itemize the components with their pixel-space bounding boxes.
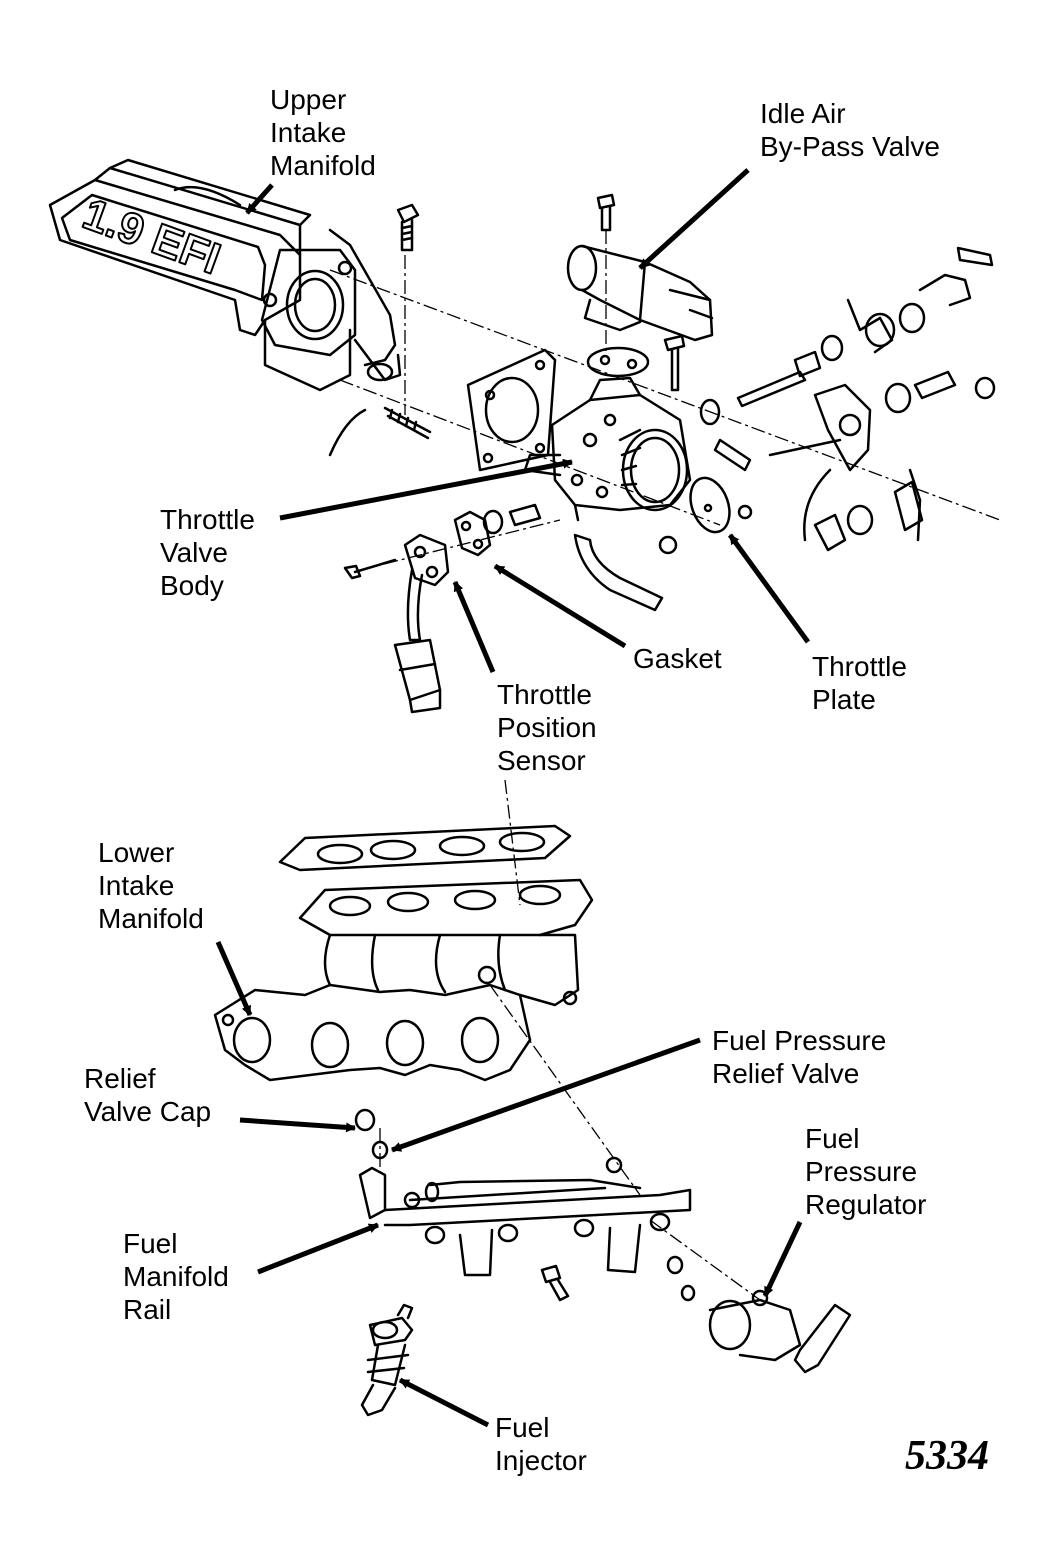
label-idle-air-bypass-valve: Idle Air By-Pass Valve [760,97,940,163]
label-fuel-pressure-relief-valve: Fuel Pressure Relief Valve [712,1024,886,1090]
label-fuel-manifold-rail: Fuel Manifold Rail [123,1227,229,1326]
label-line: Upper [270,84,347,115]
label-line: Gasket [633,643,722,674]
throttle-position-sensor-drawing [393,533,450,714]
label-line: Intake [270,117,347,148]
label-line: Injector [495,1445,587,1476]
label-line: Rail [123,1294,172,1325]
label-line: Relief Valve [712,1058,860,1089]
label-line: Plate [812,684,876,715]
fuel-injector-drawing [360,1303,414,1417]
label-line: Lower [98,837,175,868]
label-line: Manifold [123,1261,229,1292]
fuel-pressure-regulator-drawing [666,1255,852,1374]
label-line: Idle Air [760,98,846,129]
label-line: Position [497,712,597,743]
svg-text:1.9 EFI: 1.9 EFI [77,189,227,284]
upper-gasket-drawing [466,348,557,472]
lower-gasket-drawing [278,824,572,872]
label-line: Pressure [805,1156,918,1187]
throttle-plate-drawing [689,476,731,534]
label-gasket: Gasket [633,642,722,675]
label-line: Valve [160,537,228,568]
label-line: Sensor [497,745,586,776]
label-line: Manifold [98,903,204,934]
label-line: By-Pass Valve [760,131,940,162]
label-line: Throttle [812,651,907,682]
label-throttle-valve-body: Throttle Valve Body [160,503,255,602]
label-fuel-injector: Fuel Injector [495,1411,587,1477]
leader-arrows [215,168,811,1428]
label-line: Manifold [270,150,376,181]
label-line: Valve Cap [84,1096,212,1127]
label-lower-intake-manifold: Lower Intake Manifold [98,836,204,935]
label-line: Fuel [495,1412,550,1443]
label-fuel-pressure-regulator: Fuel Pressure Regulator [805,1122,926,1221]
label-throttle-plate: Throttle Plate [812,650,907,716]
label-line: Relief [84,1063,156,1094]
fuel-manifold-rail-drawing [358,1156,692,1277]
label-line: Fuel [123,1228,178,1259]
label-line: Throttle [497,679,592,710]
relief-valve-cap-drawing [354,1108,389,1160]
idle-air-bypass-valve-drawing [566,244,714,378]
bushing [482,503,542,535]
bolt [596,193,616,232]
figure-number: 5334 [905,1433,989,1479]
screw [663,334,686,392]
throttle-valve-body-drawing [523,376,692,612]
nut [658,504,753,555]
label-line: Regulator [805,1189,927,1220]
manifold-badge: 1.9 EFI [76,188,228,285]
label-line: Fuel Pressure [712,1025,887,1056]
label-upper-intake-manifold: Upper Intake Manifold [270,83,376,182]
label-line: Intake [98,870,175,901]
label-throttle-position-sensor: Throttle Position Sensor [497,678,597,777]
upper-intake-manifold-drawing [48,158,402,457]
label-relief-valve-cap: Relief Valve Cap [84,1062,211,1128]
lower-intake-manifold-drawing [213,878,594,1082]
label-line: Fuel [805,1123,860,1154]
tps-gasket-drawing [453,510,492,557]
bolt [540,1264,570,1302]
bolt [396,203,420,252]
label-line: Throttle [160,504,255,535]
label-line: Body [160,570,224,601]
throttle-linkage-drawing [699,246,996,552]
stud [383,406,432,440]
